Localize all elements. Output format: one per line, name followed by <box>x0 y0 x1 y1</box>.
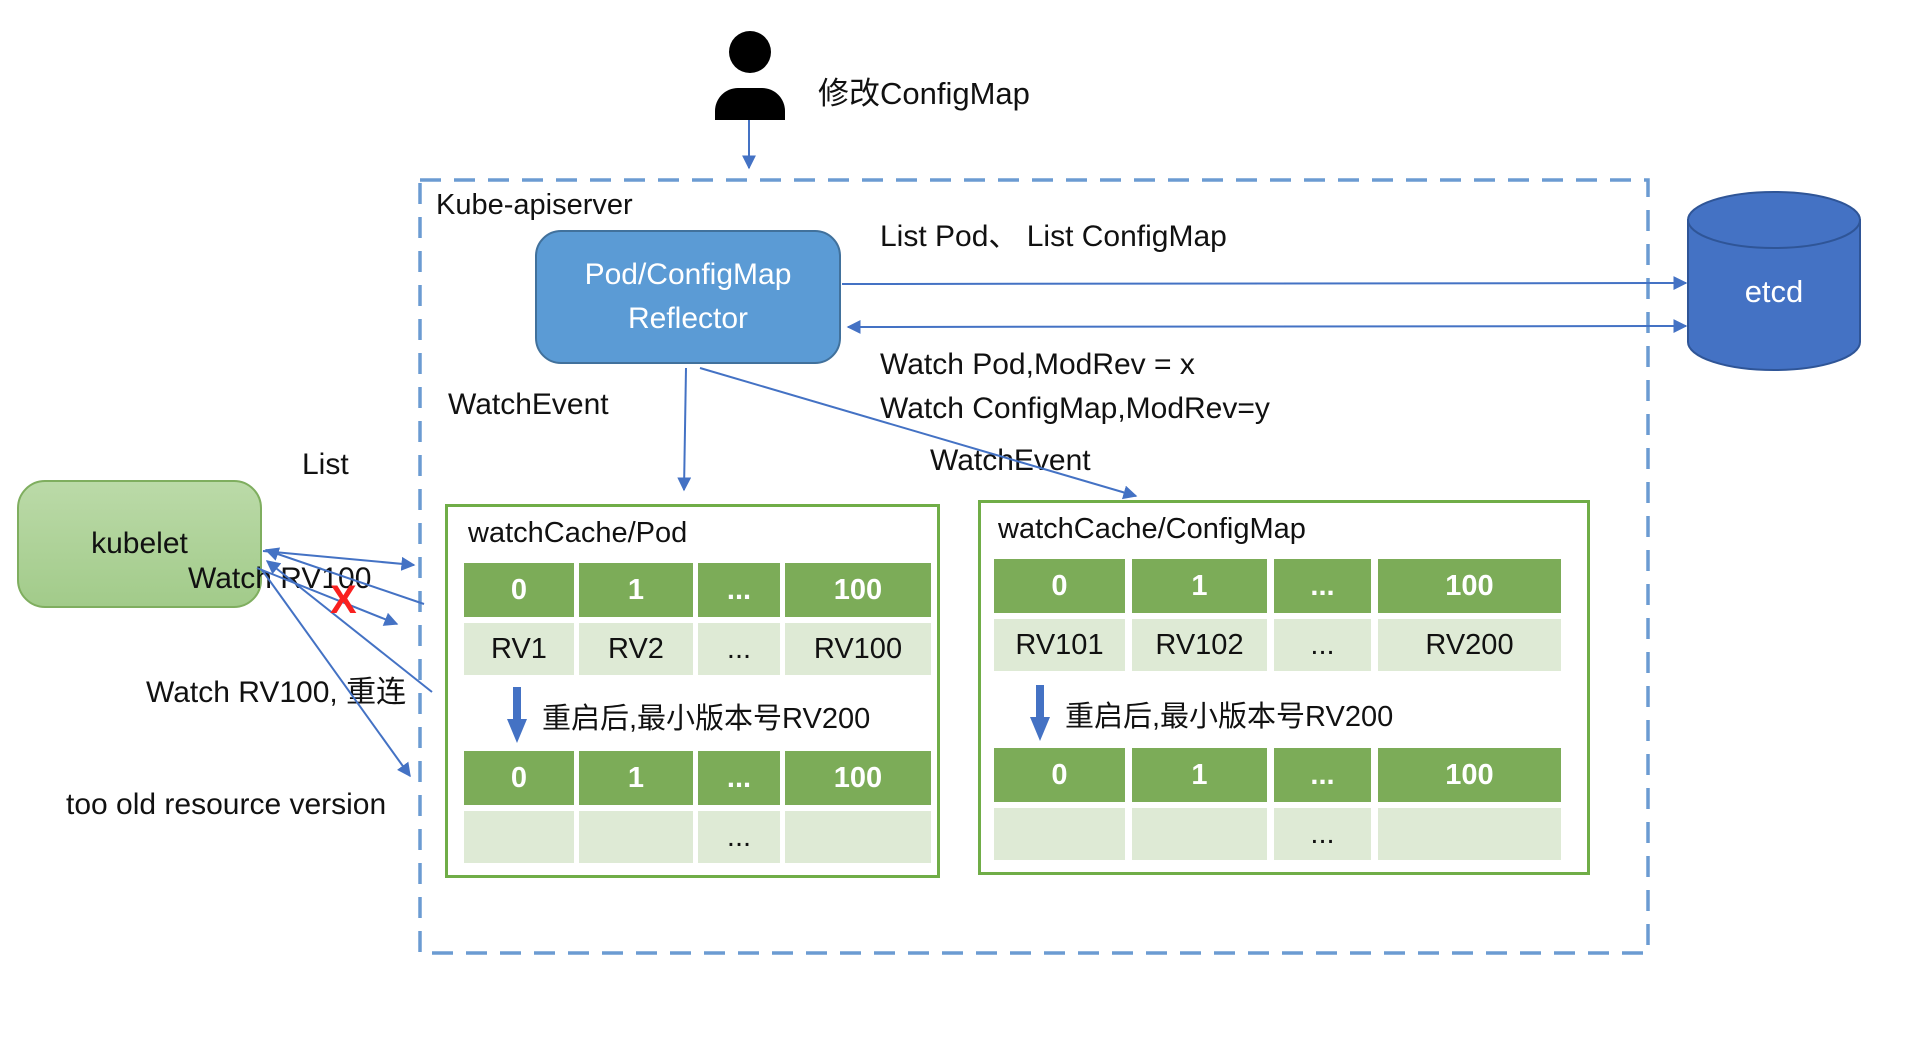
watchcache-configmap-box: watchCache/ConfigMap 0 1 ... 100 RV101 R… <box>978 500 1590 875</box>
reflector-box: Pod/ConfigMap Reflector <box>535 230 841 364</box>
pod-cache-table-after-restart: 0 1 ... 100 ... <box>464 751 931 863</box>
etcd-database: etcd <box>1682 186 1866 378</box>
header-cell: 0 <box>994 559 1125 613</box>
header-cell: 100 <box>785 563 931 617</box>
watch-rv100-reconnect-label: Watch RV100, 重连 <box>146 676 407 709</box>
reflector-label-line2: Reflector <box>627 302 749 335</box>
header-cell: ... <box>1274 559 1371 613</box>
reflector-label-line1: Pod/ConfigMap <box>584 258 792 291</box>
data-cell: RV200 <box>1378 619 1561 671</box>
data-cell: ... <box>1274 808 1371 860</box>
data-cell <box>1378 808 1561 860</box>
pod-restart-note: 重启后,最小版本号RV200 <box>542 703 871 735</box>
watchcache-pod-title: watchCache/Pod <box>468 517 688 549</box>
arrow-watch-etcd-bidirectional <box>846 319 1688 334</box>
kubelet-label: kubelet <box>91 527 188 560</box>
header-cell: 1 <box>1132 559 1267 613</box>
header-cell: ... <box>698 563 780 617</box>
configmap-cache-table-before-restart: 0 1 ... 100 RV101 RV102 ... RV200 <box>994 559 1561 671</box>
data-cell <box>785 811 931 863</box>
header-cell: 100 <box>1378 748 1561 802</box>
configmap-restart-note: 重启后,最小版本号RV200 <box>1065 701 1394 733</box>
watch-event-right-label: WatchEvent <box>930 444 1091 477</box>
user-person-icon <box>706 28 794 122</box>
arrow-watchevent-to-pod-cache <box>677 367 692 492</box>
header-cell: 1 <box>1132 748 1267 802</box>
too-old-resource-version-label: too old resource version <box>66 788 387 821</box>
pod-cache-table-before-restart: 0 1 ... 100 RV1 RV2 ... RV100 <box>464 563 931 675</box>
data-cell: RV2 <box>579 623 693 675</box>
kubelet-list-label: List <box>302 448 349 481</box>
person-action-label: 修改ConfigMap <box>818 76 1030 111</box>
data-cell <box>464 811 574 863</box>
watch-event-left-label: WatchEvent <box>448 388 609 421</box>
data-cell <box>1132 808 1267 860</box>
arrow-list-to-etcd <box>841 276 1688 291</box>
thick-down-arrow-icon <box>1030 685 1050 741</box>
header-cell: ... <box>1274 748 1371 802</box>
data-cell: RV1 <box>464 623 574 675</box>
header-cell: 1 <box>579 563 693 617</box>
data-cell <box>579 811 693 863</box>
configmap-cache-table-after-restart: 0 1 ... 100 ... <box>994 748 1561 860</box>
data-cell: RV101 <box>994 619 1125 671</box>
thick-down-arrow-icon <box>507 687 527 743</box>
header-cell: 0 <box>464 563 574 617</box>
header-cell: 0 <box>994 748 1125 802</box>
watch-configmap-label: Watch ConfigMap,ModRev=y <box>880 392 1270 425</box>
header-cell: 0 <box>464 751 574 805</box>
data-cell: ... <box>698 811 780 863</box>
header-cell: 100 <box>785 751 931 805</box>
pod-restart-note-row: 重启后,最小版本号RV200 <box>506 685 870 747</box>
header-cell: 1 <box>579 751 693 805</box>
data-cell: RV102 <box>1132 619 1267 671</box>
configmap-restart-note-row: 重启后,最小版本号RV200 <box>1029 683 1393 745</box>
watch-pod-label: Watch Pod,ModRev = x <box>880 348 1195 381</box>
watchcache-pod-box: watchCache/Pod 0 1 ... 100 RV1 RV2 ... R… <box>445 504 940 878</box>
watchcache-configmap-title: watchCache/ConfigMap <box>998 513 1306 545</box>
data-cell: ... <box>1274 619 1371 671</box>
database-cylinder-icon <box>1687 191 1861 371</box>
header-cell: 100 <box>1378 559 1561 613</box>
rejected-x-icon: X <box>330 578 357 622</box>
kubelet-box: kubelet <box>17 480 262 608</box>
data-cell: ... <box>698 623 780 675</box>
apiserver-label: Kube-apiserver <box>436 189 633 221</box>
list-etcd-label: List Pod、 List ConfigMap <box>880 220 1227 253</box>
etcd-label: etcd <box>1744 274 1804 309</box>
data-cell: RV100 <box>785 623 931 675</box>
header-cell: ... <box>698 751 780 805</box>
data-cell <box>994 808 1125 860</box>
